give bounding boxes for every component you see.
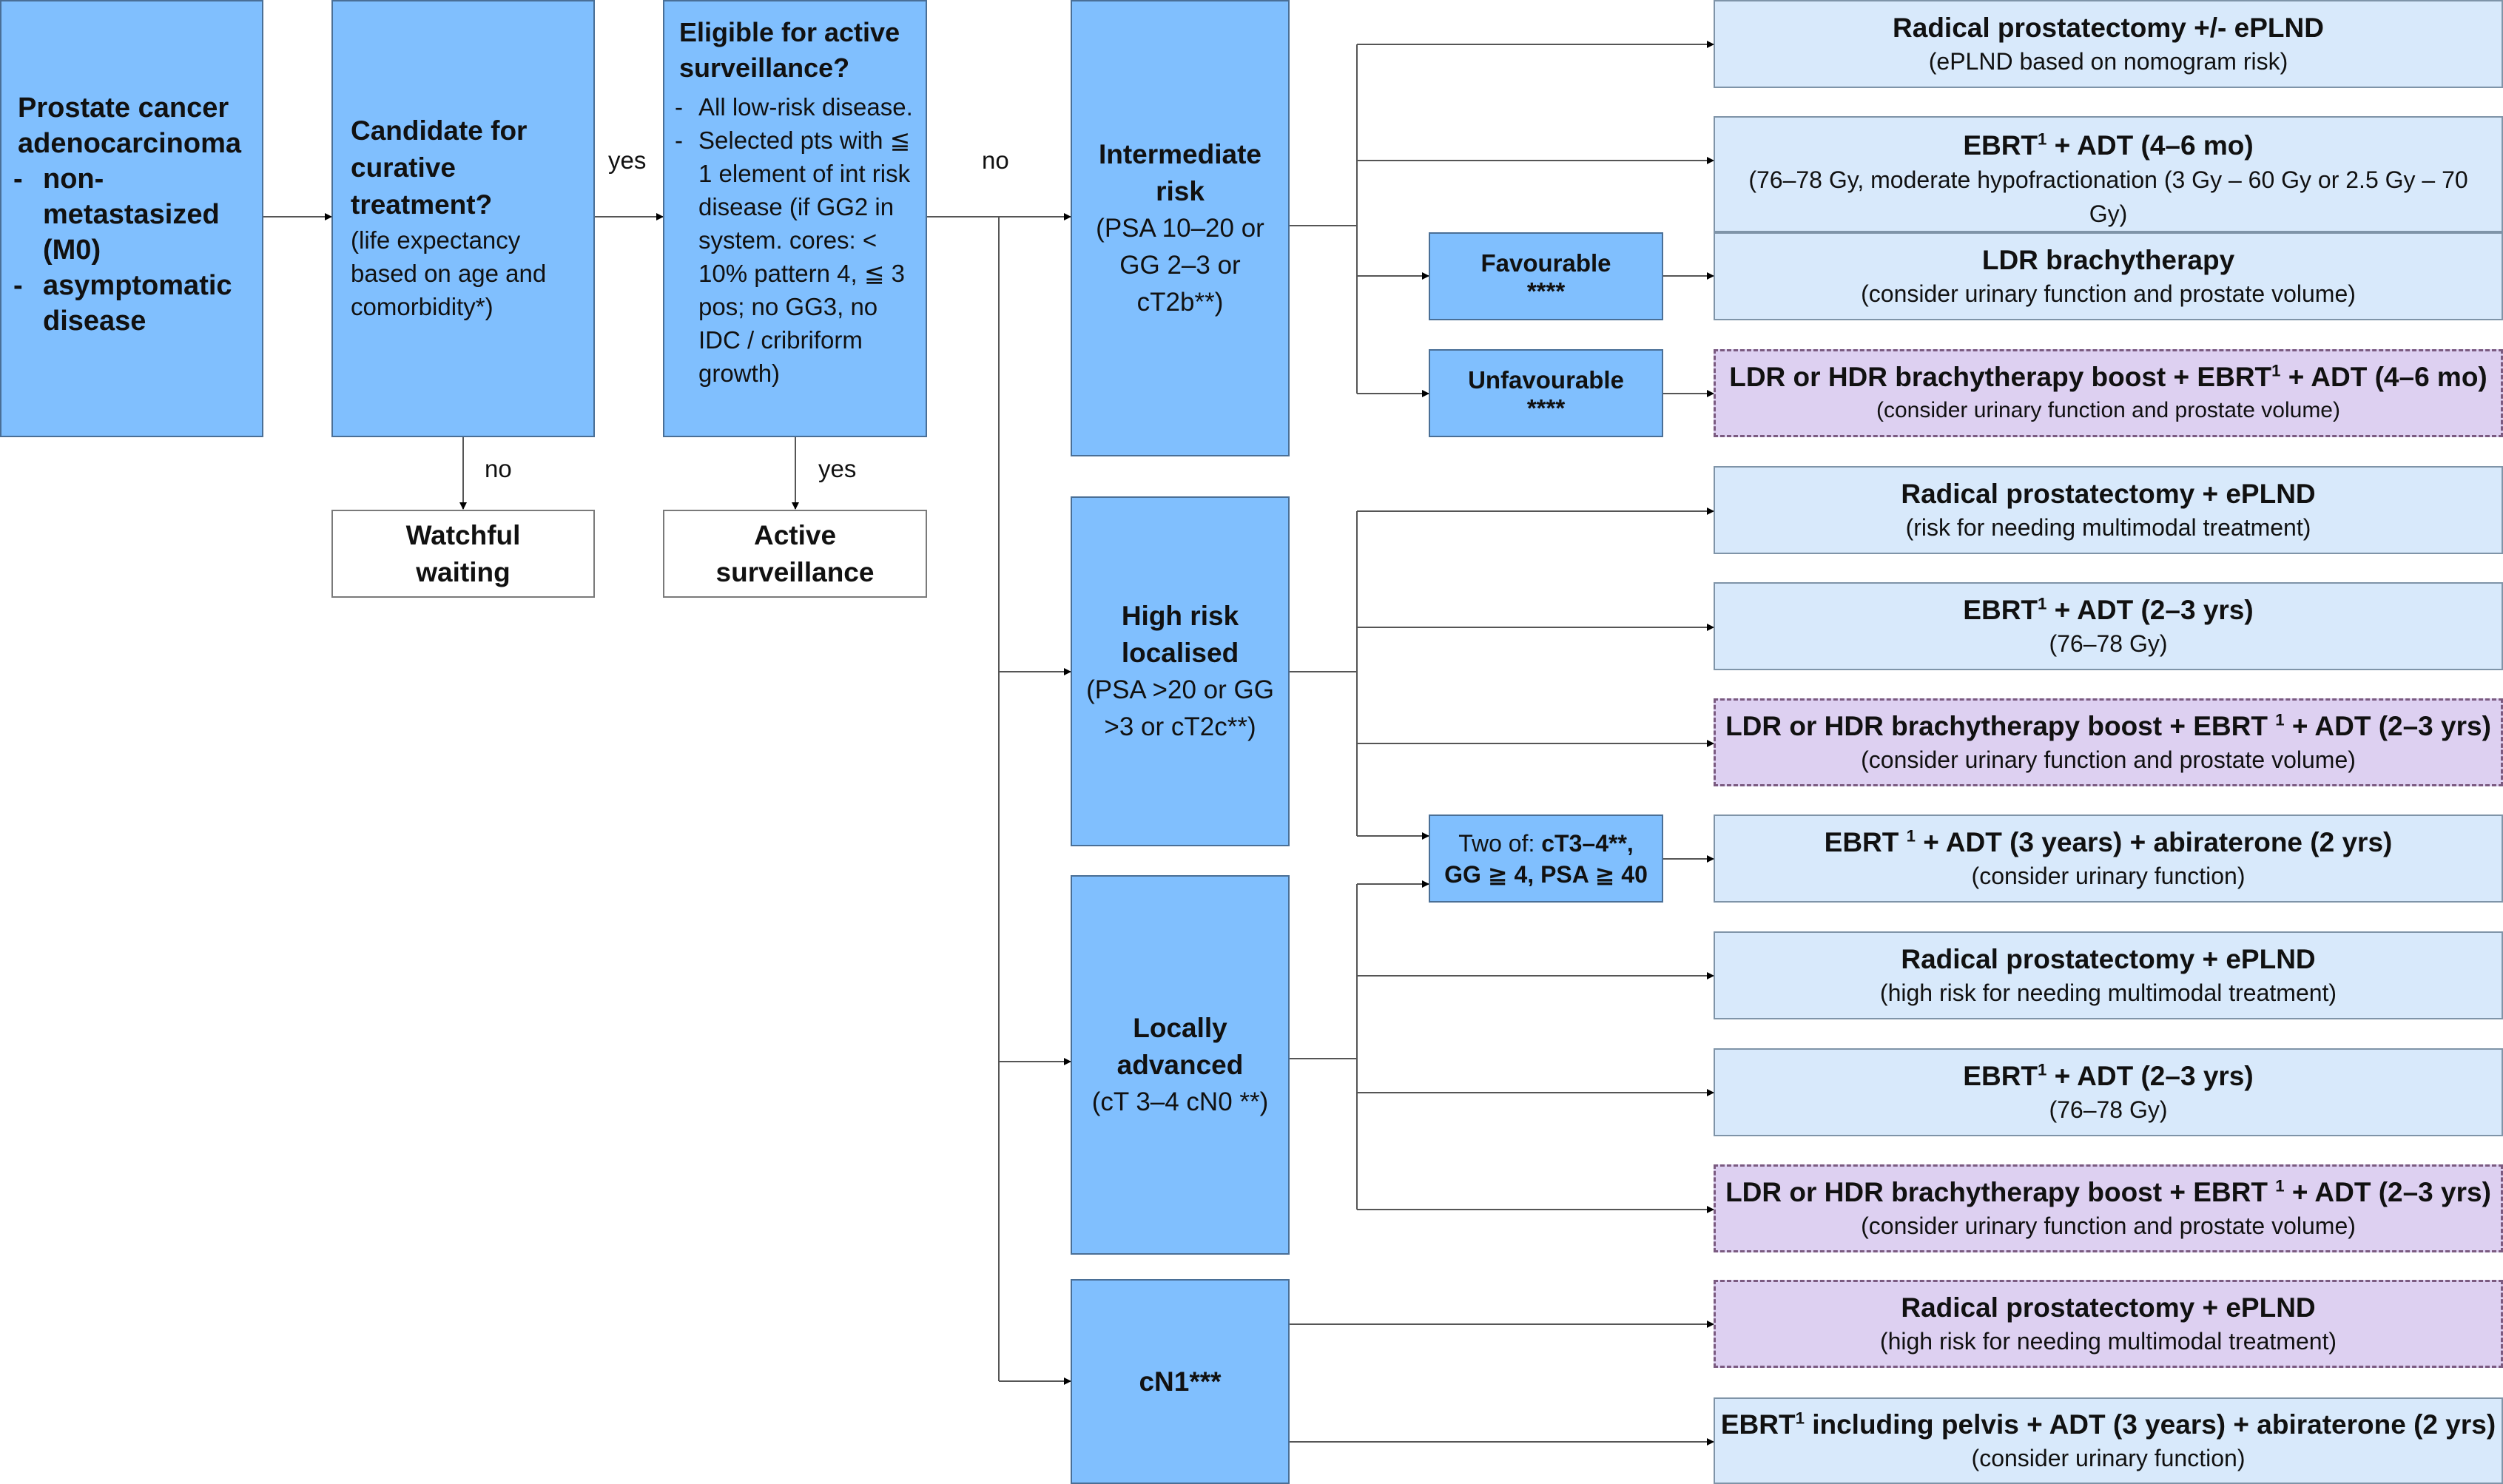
intermediate-title: Intermediate risk <box>1098 138 1261 206</box>
treatment-box: EBRT 1 + ADT (3 years) + abiraterone (2 … <box>1714 814 2503 903</box>
intermediate-detail: (PSA 10–20 or GG 2–3 or cT2b**) <box>1096 213 1264 317</box>
locally-advanced-title: Locally advanced <box>1116 1012 1244 1080</box>
treatment-box: Radical prostatectomy + ePLND (high risk… <box>1714 931 2503 1019</box>
start-bullet: non-metastasized (M0) <box>1 161 256 268</box>
two-of-ct: cT3–4**, <box>1541 829 1634 857</box>
treatment-detail: (consider urinary function) <box>1971 1445 2246 1471</box>
treatment-detail: (76–78 Gy) <box>2049 630 2168 657</box>
treatment-detail: (consider urinary function and prostate … <box>1861 280 2356 307</box>
treatment-detail: (ePLND based on nomogram risk) <box>1928 48 2288 75</box>
treatment-name: Radical prostatectomy + ePLND <box>1901 944 2316 974</box>
treatment-box: LDR brachytherapy (consider urinary func… <box>1714 232 2503 320</box>
eligible-criterion: All low-risk disease. <box>664 90 918 124</box>
treatment-box-optional: LDR or HDR brachytherapy boost + EBRT 1 … <box>1714 698 2503 786</box>
treatment-name: LDR or HDR brachytherapy boost + EBRT 1 … <box>1725 1176 2491 1207</box>
eligible-criteria: All low-risk disease. Selected pts with … <box>664 90 918 390</box>
start-bullet: asymptomatic disease <box>1 268 256 339</box>
treatment-detail: (consider urinary function and prostate … <box>1861 1213 2356 1239</box>
treatment-detail: (high risk for needing multimodal treatm… <box>1879 979 2337 1006</box>
two-of-node: Two of: cT3–4**, GG ≧ 4, PSA ≧ 40 <box>1429 814 1663 903</box>
treatment-box-optional: Radical prostatectomy + ePLND (high risk… <box>1714 1280 2503 1368</box>
locally-advanced-detail: (cT 3–4 cN0 **) <box>1091 1087 1269 1116</box>
treatment-detail: (76–78 Gy, moderate hypofractionation (3… <box>1748 166 2468 227</box>
favourable-stars: **** <box>1526 277 1566 305</box>
unfavourable-stars: **** <box>1526 394 1566 422</box>
treatment-name: LDR brachytherapy <box>1981 245 2235 275</box>
treatment-box: Radical prostatectomy + ePLND (risk for … <box>1714 466 2503 554</box>
watchful-label: Watchful waiting <box>405 519 521 587</box>
edge-label-yes: yes <box>818 455 857 482</box>
treatment-box: EBRT1 + ADT (4–6 mo) (76–78 Gy, moderate… <box>1714 116 2503 232</box>
start-node: Prostate cancer adenocarcinoma non-metas… <box>0 0 263 437</box>
cn1-node: cN1*** <box>1071 1279 1290 1484</box>
treatment-box-optional: LDR or HDR brachytherapy boost + EBRT1 +… <box>1714 349 2503 437</box>
treatment-box: EBRT1 including pelvis + ADT (3 years) +… <box>1714 1397 2503 1484</box>
treatment-detail: (76–78 Gy) <box>2049 1096 2168 1123</box>
locally-advanced-node: Locally advanced (cT 3–4 cN0 **) <box>1071 875 1290 1255</box>
treatment-detail: (high risk for needing multimodal treatm… <box>1879 1328 2337 1355</box>
active-label: Active surveillance <box>715 519 875 587</box>
treatment-detail: (consider urinary function and prostate … <box>1876 398 2340 422</box>
cn1-title: cN1*** <box>1139 1366 1222 1397</box>
treatment-detail: (risk for needing multimodal treatment) <box>1905 514 2311 541</box>
start-title: Prostate cancer adenocarcinoma <box>18 92 241 159</box>
treatment-name: EBRT1 including pelvis + ADT (3 years) +… <box>1720 1409 2496 1440</box>
eligible-criterion: Selected pts with ≦ 1 element of int ris… <box>664 124 918 390</box>
intermediate-risk-node: Intermediate risk (PSA 10–20 or GG 2–3 o… <box>1071 0 1290 456</box>
edge-label-no: no <box>485 455 512 482</box>
treatment-name: EBRT1 + ADT (2–3 yrs) <box>1963 594 2254 625</box>
favourable-node: Favourable **** <box>1429 232 1663 320</box>
treatment-name: EBRT 1 + ADT (3 years) + abiraterone (2 … <box>1824 826 2393 857</box>
active-surveillance-node: Active surveillance <box>663 510 927 598</box>
treatment-name: EBRT1 + ADT (2–3 yrs) <box>1963 1060 2254 1091</box>
high-risk-detail: (PSA >20 or GG >3 or cT2c**) <box>1086 675 1274 741</box>
treatment-name: EBRT1 + ADT (4–6 mo) <box>1963 129 2254 161</box>
favourable-title: Favourable <box>1480 249 1611 277</box>
two-of-line1: Two of: cT3–4**, <box>1458 828 1634 859</box>
treatment-name: LDR or HDR brachytherapy boost + EBRT 1 … <box>1725 710 2491 741</box>
two-of-prefix: Two of: <box>1458 829 1542 857</box>
treatment-name: Radical prostatectomy + ePLND <box>1901 1292 2316 1323</box>
candidate-title: Candidate for curative treatment? <box>351 115 528 220</box>
eligible-node: Eligible for active surveillance? All lo… <box>663 0 927 437</box>
treatment-box: EBRT1 + ADT (2–3 yrs) (76–78 Gy) <box>1714 1048 2503 1136</box>
start-bullets: non-metastasized (M0) asymptomatic disea… <box>1 161 256 339</box>
treatment-box: Radical prostatectomy +/- ePLND (ePLND b… <box>1714 0 2503 88</box>
two-of-line2: GG ≧ 4, PSA ≧ 40 <box>1444 860 1648 888</box>
high-risk-title: High risk localised <box>1121 600 1239 668</box>
treatment-box-optional: LDR or HDR brachytherapy boost + EBRT 1 … <box>1714 1164 2503 1252</box>
treatment-name: Radical prostatectomy +/- ePLND <box>1893 13 2324 43</box>
high-risk-node: High risk localised (PSA >20 or GG >3 or… <box>1071 496 1290 846</box>
treatment-box: EBRT1 + ADT (2–3 yrs) (76–78 Gy) <box>1714 582 2503 670</box>
watchful-waiting-node: Watchful waiting <box>331 510 595 598</box>
treatment-name: Radical prostatectomy + ePLND <box>1901 479 2316 509</box>
treatment-name: LDR or HDR brachytherapy boost + EBRT1 +… <box>1729 361 2487 392</box>
edge-label-yes: yes <box>608 146 647 174</box>
treatment-detail: (consider urinary function) <box>1971 863 2246 889</box>
candidate-node: Candidate for curative treatment? (life … <box>331 0 595 437</box>
treatment-detail: (consider urinary function and prostate … <box>1861 746 2356 773</box>
unfavourable-title: Unfavourable <box>1468 365 1624 394</box>
unfavourable-node: Unfavourable **** <box>1429 349 1663 437</box>
edge-label-no: no <box>982 146 1009 174</box>
candidate-detail: (life expectancy based on age and comorb… <box>351 226 547 320</box>
eligible-title: Eligible for active surveillance? <box>679 17 900 83</box>
